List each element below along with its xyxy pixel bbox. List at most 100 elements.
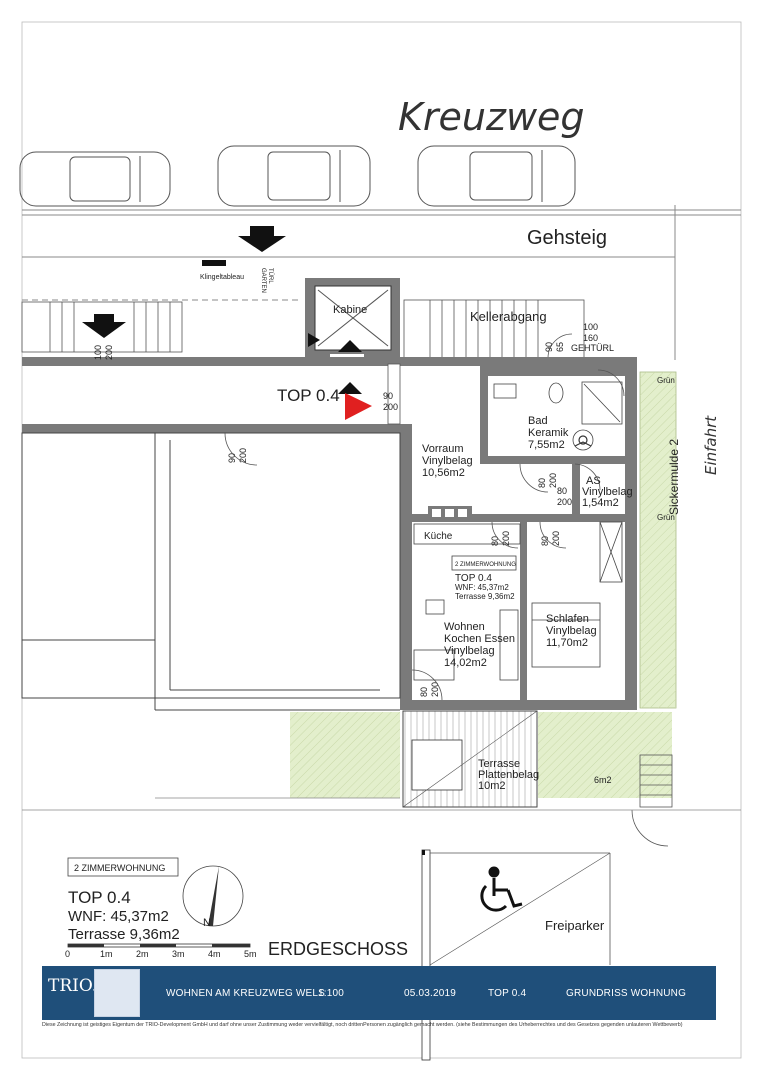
room-area: 14,02m2 xyxy=(444,657,487,669)
project-name: WOHNEN AM KREUZWEG WELS xyxy=(166,988,326,999)
garden-gate-label: TÜRL xyxy=(267,268,274,284)
cellar-gate-width: 100 xyxy=(583,322,598,332)
room-area: 10,56m2 xyxy=(422,467,465,479)
wheelchair-turning-symbol xyxy=(574,435,592,447)
company-logo: TRIO. xyxy=(48,976,98,996)
drawing-scale: 1:100 xyxy=(318,988,345,999)
door-height: 200 xyxy=(383,402,398,412)
room-area: 10m2 xyxy=(478,780,506,792)
bell-panel-label: Klingeltableau xyxy=(200,274,244,281)
door-height: 200 xyxy=(551,531,561,546)
door-height: 200 xyxy=(430,682,440,697)
door-width: 90 xyxy=(383,391,393,401)
cellar-gate-label: GEHTÜRL xyxy=(571,343,614,353)
entrance-arrow xyxy=(94,314,114,322)
drawing-date: 05.03.2019 xyxy=(404,988,457,999)
room-floor: Vinylbelag xyxy=(444,645,495,657)
adjacent-unit xyxy=(21,432,401,711)
door-height: 200 xyxy=(548,473,558,488)
room-area: 11,70m2 xyxy=(546,637,588,649)
parked-car xyxy=(19,151,171,207)
door-frame xyxy=(387,363,401,425)
side-stairs xyxy=(631,754,673,847)
door-swings xyxy=(224,369,625,701)
room-name: Bad xyxy=(528,415,548,427)
scale-tick: 3m xyxy=(172,949,185,959)
drawing-title: GRUNDRISS WOHNUNG xyxy=(566,988,687,999)
terrace-diagonal xyxy=(402,710,538,808)
street-name: Kreuzweg xyxy=(398,95,585,139)
bell-panel-icon xyxy=(202,260,226,266)
inplan-unit-type: 2 ZIMMERWOHNUNG xyxy=(455,562,516,568)
scale-tick: 0 xyxy=(65,949,70,959)
room-name-2: Kochen Essen xyxy=(444,633,515,645)
driveway-label: Einfahrt xyxy=(702,415,720,475)
elevator-arrow xyxy=(338,382,362,394)
door-height: 200 xyxy=(557,497,572,507)
parking-diagonal xyxy=(429,852,611,966)
scale-tick: 1m xyxy=(100,949,113,959)
green-strip-hatch xyxy=(640,372,676,708)
terrace-table xyxy=(411,739,463,791)
walls xyxy=(22,357,637,710)
legend-top: TOP 0.4 xyxy=(68,888,131,907)
door-width: 80 xyxy=(419,687,429,697)
scale-bar xyxy=(67,943,251,948)
garden-gate-label: GARTEN xyxy=(260,268,266,293)
entrance-arrow xyxy=(238,236,286,252)
kitchen-counter xyxy=(413,523,521,545)
logo-tree-icon xyxy=(94,969,140,1017)
parked-car xyxy=(417,145,576,207)
seepage-label: Sickermulde 2 xyxy=(667,439,681,515)
parking-divider xyxy=(421,849,431,1061)
north-label: N xyxy=(203,917,211,929)
room-floor: Keramik xyxy=(528,427,569,439)
inplan-unit-wnf: WNF: 45,37m2 xyxy=(455,583,509,592)
inplan-unit-card xyxy=(451,555,517,571)
room-floor: Plattenbelag xyxy=(478,769,539,781)
room-name: Schlafen xyxy=(546,613,589,625)
room-floor: Vinylbelag xyxy=(546,625,597,637)
scale-tick: 5m xyxy=(244,949,257,959)
door-width: 80 xyxy=(557,486,567,496)
unit-marker-arrow xyxy=(345,393,372,420)
left-stairs xyxy=(21,301,183,353)
inplan-unit-terrace: Terrasse 9,36m2 xyxy=(455,592,515,601)
cooktop-burner xyxy=(432,509,441,517)
cellar-stairs xyxy=(403,299,585,359)
green-label: Grün xyxy=(657,513,675,522)
legend-type: 2 ZIMMERWOHNUNG xyxy=(74,863,165,873)
door-height: 65 xyxy=(555,342,565,352)
door-height: 200 xyxy=(238,448,248,463)
door-width: 80 xyxy=(537,478,547,488)
room-name: Küche xyxy=(424,531,453,542)
floor-label: ERDGESCHOSS xyxy=(268,939,408,959)
title-block: TRIO. WOHNEN AM KREUZWEG WELS 1:100 05.0… xyxy=(42,966,716,1020)
bathroom-fixtures xyxy=(493,381,623,451)
elevator-arrow xyxy=(308,333,320,347)
cellar-label: Kellerabgang xyxy=(470,309,547,324)
door-width: 80 xyxy=(540,536,550,546)
bed xyxy=(531,521,623,668)
room-name: Terrasse xyxy=(478,758,520,770)
legend-wnf: WNF: 45,37m2 xyxy=(68,908,169,925)
north-arrow-icon xyxy=(182,865,244,927)
cellar-gate-height: 160 xyxy=(583,333,598,343)
sidewalk-label: Gehsteig xyxy=(527,227,607,249)
room-floor: Vinylbelag xyxy=(582,486,633,498)
scale-tick: 2m xyxy=(136,949,149,959)
living-furniture xyxy=(413,599,519,681)
drawing-top: TOP 0.4 xyxy=(488,988,527,999)
entrance-arrow xyxy=(250,226,274,236)
cooktop-burner xyxy=(445,509,454,517)
entrance-arrow xyxy=(82,322,126,338)
room-floor: Vinylbelag xyxy=(422,455,473,467)
door-width: 90 xyxy=(227,453,237,463)
door-width: 100 xyxy=(93,345,103,360)
room-name: Vorraum xyxy=(422,443,464,455)
elevator-label: Kabine xyxy=(333,304,367,316)
cooktop-burner xyxy=(458,509,467,517)
inplan-unit-top: TOP 0.4 xyxy=(455,573,492,584)
door-width: 90 xyxy=(544,342,554,352)
scale-tick: 4m xyxy=(208,949,221,959)
